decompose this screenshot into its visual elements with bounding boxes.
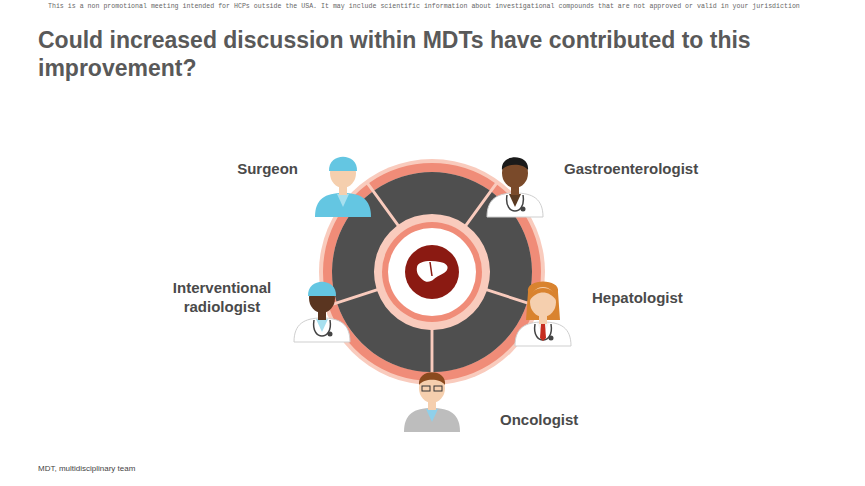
interventional-radiologist-figure <box>294 282 350 342</box>
surgeon-figure <box>315 157 371 217</box>
inner-ring <box>382 222 482 322</box>
role-label: Oncologist <box>500 410 578 429</box>
oncologist-figure <box>404 372 460 432</box>
inner-ring <box>376 216 488 328</box>
outer-ring <box>319 159 545 385</box>
center-disc <box>388 228 476 316</box>
liver-icon <box>430 262 432 276</box>
disclaimer: This is a non promotional meeting intend… <box>48 3 800 10</box>
footnote: MDT, multidisciplinary team <box>38 464 135 473</box>
role-label: Gastroenterologist <box>564 159 698 178</box>
liver-badge <box>405 245 459 299</box>
hepatologist-figure <box>515 282 571 347</box>
role-label: Hepatologist <box>592 288 683 307</box>
gastroenterologist-figure <box>487 157 543 217</box>
role-label: Interventional radiologist <box>162 278 282 316</box>
slide-title: Could increased discussion within MDTs h… <box>38 26 818 82</box>
role-label: Surgeon <box>237 159 298 178</box>
liver-icon <box>417 261 448 282</box>
